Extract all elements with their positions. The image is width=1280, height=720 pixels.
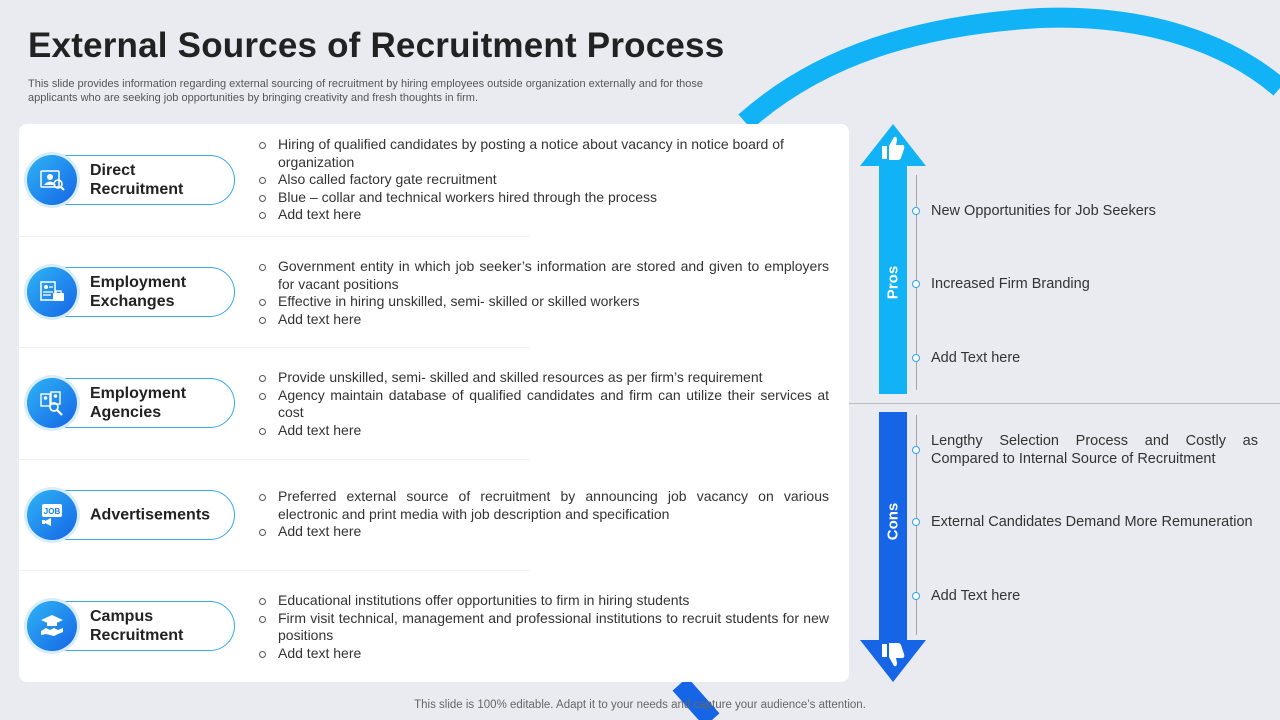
cons-dot <box>912 446 920 454</box>
row-divider <box>19 347 529 348</box>
bullet-item: Government entity in which job seeker’s … <box>259 258 829 293</box>
cons-dot <box>912 518 920 526</box>
page-title: External Sources of Recruitment Process <box>28 26 725 65</box>
bullet-item: Add text here <box>259 311 829 329</box>
thumbs-down-icon <box>882 643 905 667</box>
cons-arrow <box>860 412 926 682</box>
row-divider <box>19 459 529 460</box>
pros-item: Increased Firm Branding <box>931 276 1090 292</box>
bullet-item: Add text here <box>259 422 829 440</box>
row-divider <box>19 570 529 571</box>
source-bullets: Hiring of qualified candidates by postin… <box>259 136 829 224</box>
bullet-item: Add text here <box>259 206 829 224</box>
cons-item: External Candidates Demand More Remunera… <box>931 514 1253 530</box>
pros-dot <box>912 207 920 215</box>
source-bullets: Preferred external source of recruitment… <box>259 488 829 541</box>
job-megaphone-icon: JOB <box>27 490 77 540</box>
graduation-handshake-icon <box>27 601 77 651</box>
footer-note: This slide is 100% editable. Adapt it to… <box>414 699 866 711</box>
source-pill-advertisements[interactable]: JOB Advertisements <box>27 490 235 540</box>
bullet-item: Add text here <box>259 645 829 663</box>
source-row-advertisements: JOB Advertisements Preferred external so… <box>19 459 849 570</box>
svg-text:JOB: JOB <box>44 507 61 516</box>
bullet-item: Effective in hiring unskilled, semi- ski… <box>259 293 829 311</box>
pros-dot <box>912 354 920 362</box>
bullet-item: Blue – collar and technical workers hire… <box>259 189 829 207</box>
pros-label: Pros <box>884 265 902 300</box>
source-bullets: Provide unskilled, semi- skilled and ski… <box>259 369 829 439</box>
bullet-item: Firm visit technical, management and pro… <box>259 610 829 645</box>
thumbs-up-icon <box>882 136 905 160</box>
bullet-item: Educational institutions offer opportuni… <box>259 592 829 610</box>
pros-arrow <box>860 124 926 394</box>
source-label: Advertisements <box>90 506 211 524</box>
resume-briefcase-icon <box>27 267 77 317</box>
pros-dot <box>912 280 920 288</box>
source-bullets: Government entity in which job seeker’s … <box>259 258 829 328</box>
bullet-item: Provide unskilled, semi- skilled and ski… <box>259 369 829 387</box>
cons-label: Cons <box>884 502 902 541</box>
bullet-item: Preferred external source of recruitment… <box>259 488 829 523</box>
pros-item: New Opportunities for Job Seekers <box>931 203 1156 219</box>
bullet-item: Add text here <box>259 523 829 541</box>
cons-item: Lengthy Selection Process and Costly as … <box>931 433 1258 467</box>
candidate-search-icon <box>27 378 77 428</box>
cons-item: Add Text here <box>931 588 1021 604</box>
page-subtitle: This slide provides information regardin… <box>28 78 704 104</box>
recruiter-profile-icon <box>27 155 77 205</box>
bullet-item: Agency maintain database of qualified ca… <box>259 387 829 422</box>
bullet-item: Hiring of qualified candidates by postin… <box>259 136 829 171</box>
row-divider <box>19 236 529 237</box>
pros-cons-divider <box>849 403 1280 404</box>
source-bullets: Educational institutions offer opportuni… <box>259 592 829 662</box>
bullet-item: Also called factory gate recruitment <box>259 171 829 189</box>
pros-item: Add Text here <box>931 350 1021 366</box>
cons-dot <box>912 592 920 600</box>
